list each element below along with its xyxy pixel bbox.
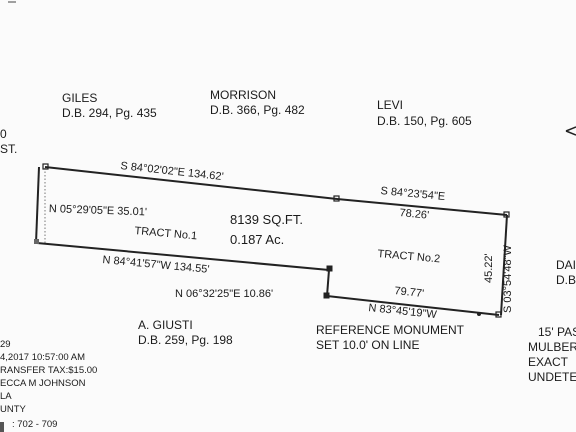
east-line-distance: 45.22' <box>483 253 495 283</box>
corner-marker-se <box>495 311 502 318</box>
north-arrow-icon <box>565 126 576 136</box>
stamp-line6: UNTY <box>0 404 26 415</box>
east-line <box>500 214 508 316</box>
corner-marker-nw <box>42 163 49 170</box>
owner-morrison-deed: D.B. 366, Pg. 482 <box>210 103 305 117</box>
east-line-bearing: S 03°54'48"W <box>502 245 514 313</box>
stamp-line3: RANSFER TAX:$15.00 <box>0 365 98 376</box>
stamp-line4: ECCA M JOHNSON <box>0 378 86 389</box>
right-note-line2: MULBER <box>528 340 576 354</box>
corner-marker-jog <box>323 292 330 299</box>
south-line-tract1 <box>36 242 330 271</box>
owner-morrison-name: MORRISON <box>210 88 276 102</box>
stamp-line5: LA <box>0 391 12 402</box>
stamp-line7: : 702 - 709 <box>12 419 58 430</box>
north-line-tract1 <box>44 166 338 200</box>
west-line <box>35 166 40 244</box>
stamp-line2: 4,2017 10:57:00 AM <box>0 352 86 363</box>
left-edge-text-2: ST. <box>0 142 18 156</box>
owner-giles-name: GILES <box>62 91 98 105</box>
jog-line-bearing: N 06°32'25"E 10.86' <box>175 288 274 300</box>
tract1-area-acres: 0.187 Ac. <box>230 232 285 247</box>
corner-marker-sw <box>34 239 39 244</box>
scan-edge-mark <box>0 422 4 432</box>
corner-marker-s-mid <box>326 265 333 272</box>
right-note-line4: UNDETE <box>528 370 576 384</box>
owner-giles-deed: D.B. 294, Pg. 435 <box>62 106 157 120</box>
owner-right-partial-name: DAI <box>556 258 576 272</box>
jog-line <box>326 269 330 297</box>
left-edge-text-1: 0 <box>0 127 7 141</box>
right-note-line1: 15' PAS <box>538 325 576 339</box>
owner-giusti-name: A. GIUSTI <box>138 318 193 332</box>
owner-right-partial-deed: D.B <box>556 273 576 287</box>
south-line-tract2 <box>326 295 500 316</box>
north-line-tract2 <box>336 198 508 216</box>
owner-levi-name: LEVI <box>377 98 404 112</box>
right-note-line3: EXACT <box>528 355 569 369</box>
tract1-area-sqft: 8139 SQ.FT. <box>230 212 303 227</box>
monument-note-line2: SET 10.0' ON LINE <box>316 338 420 352</box>
corner-marker-n-mid <box>333 195 340 202</box>
stamp-line1: 29 <box>0 339 11 350</box>
monument-note-line1: REFERENCE MONUMENT <box>316 323 465 337</box>
corner-marker-ne <box>503 211 510 218</box>
reference-monument-marker <box>477 312 481 316</box>
owner-levi-deed: D.B. 150, Pg. 605 <box>377 114 472 128</box>
owner-giusti-deed: D.B. 259, Pg. 198 <box>138 333 233 347</box>
